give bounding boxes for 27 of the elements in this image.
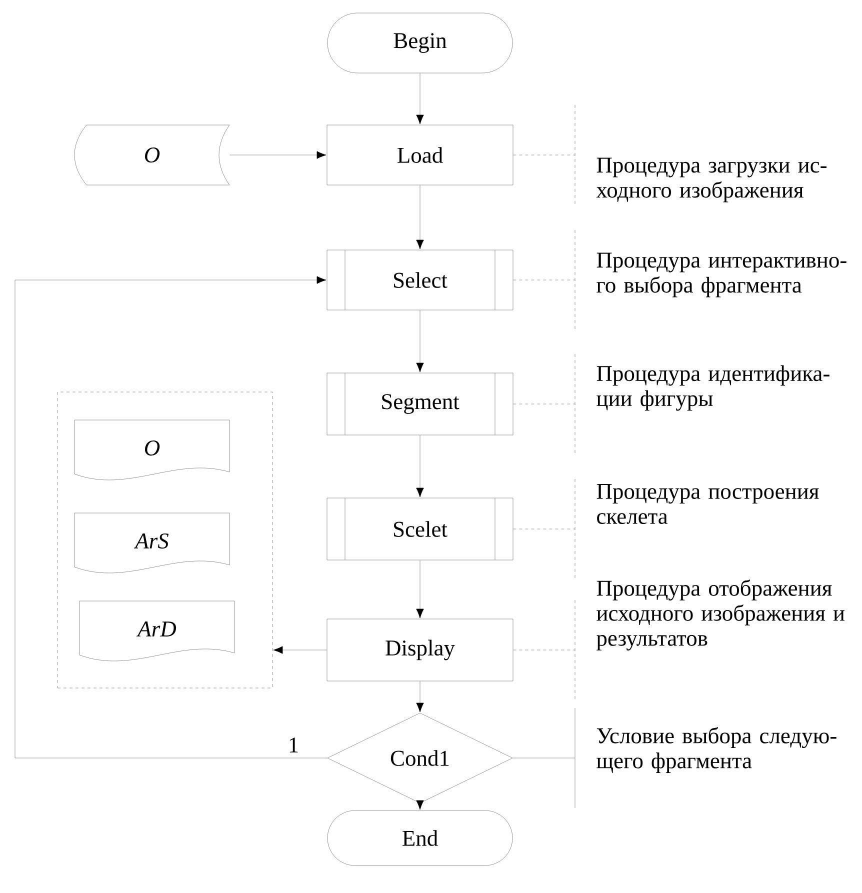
arrow bbox=[416, 435, 424, 498]
terminator-box: Begin bbox=[327, 12, 513, 74]
comment-annotation: Процедура отображения исходного изображения и результатов bbox=[574, 580, 844, 700]
comment-annotation: Процедура построения скелета bbox=[574, 478, 819, 580]
arrow bbox=[416, 681, 424, 712]
leader-line bbox=[513, 154, 576, 156]
process-box: Load bbox=[326, 124, 514, 186]
arrow bbox=[416, 73, 424, 124]
arrow bbox=[416, 800, 424, 810]
comment-annotation: Условие выбора следую-щего фрагмента bbox=[574, 708, 836, 808]
dashed-group-box bbox=[57, 392, 273, 688]
subprocess-box: Scelet bbox=[326, 498, 514, 560]
edge-label: 1 bbox=[286, 736, 300, 754]
arrow bbox=[416, 310, 424, 372]
comment-annotation: Процедура загрузки ис-ходного изображения bbox=[574, 104, 826, 206]
arrow bbox=[416, 560, 424, 618]
process-box: Display bbox=[326, 618, 514, 682]
loop-arrow bbox=[14, 276, 328, 758]
subprocess-box: Select bbox=[326, 250, 514, 310]
arrow bbox=[230, 151, 326, 159]
subprocess-box: Segment bbox=[326, 372, 514, 436]
terminator-box: End bbox=[327, 810, 513, 866]
leader-line bbox=[513, 528, 576, 530]
arrow bbox=[273, 646, 327, 654]
comment-annotation: Процедура идентифика-ции фигуры bbox=[574, 354, 830, 454]
comment-annotation: Процедура интерактивно-го выбора фрагмента bbox=[574, 230, 846, 330]
arrow bbox=[416, 185, 424, 250]
